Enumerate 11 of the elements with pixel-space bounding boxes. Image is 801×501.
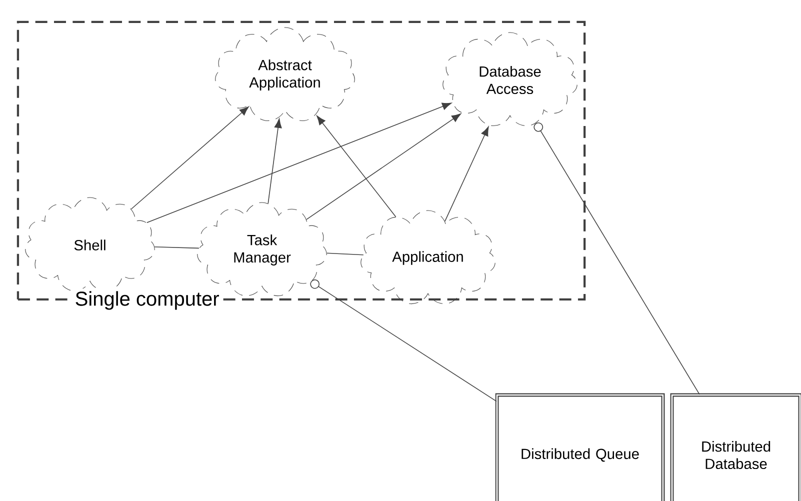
connector-line	[154, 246, 200, 249]
arrow	[146, 102, 452, 224]
arrow	[268, 118, 282, 204]
component-box: Distributed Database	[670, 393, 801, 501]
arrow	[130, 106, 249, 210]
connector-line	[326, 252, 364, 256]
connector-line	[534, 122, 700, 395]
connector-line	[310, 279, 497, 402]
arrow	[316, 116, 396, 218]
arrow	[306, 113, 462, 220]
component-box: Distributed Queue	[495, 393, 665, 501]
